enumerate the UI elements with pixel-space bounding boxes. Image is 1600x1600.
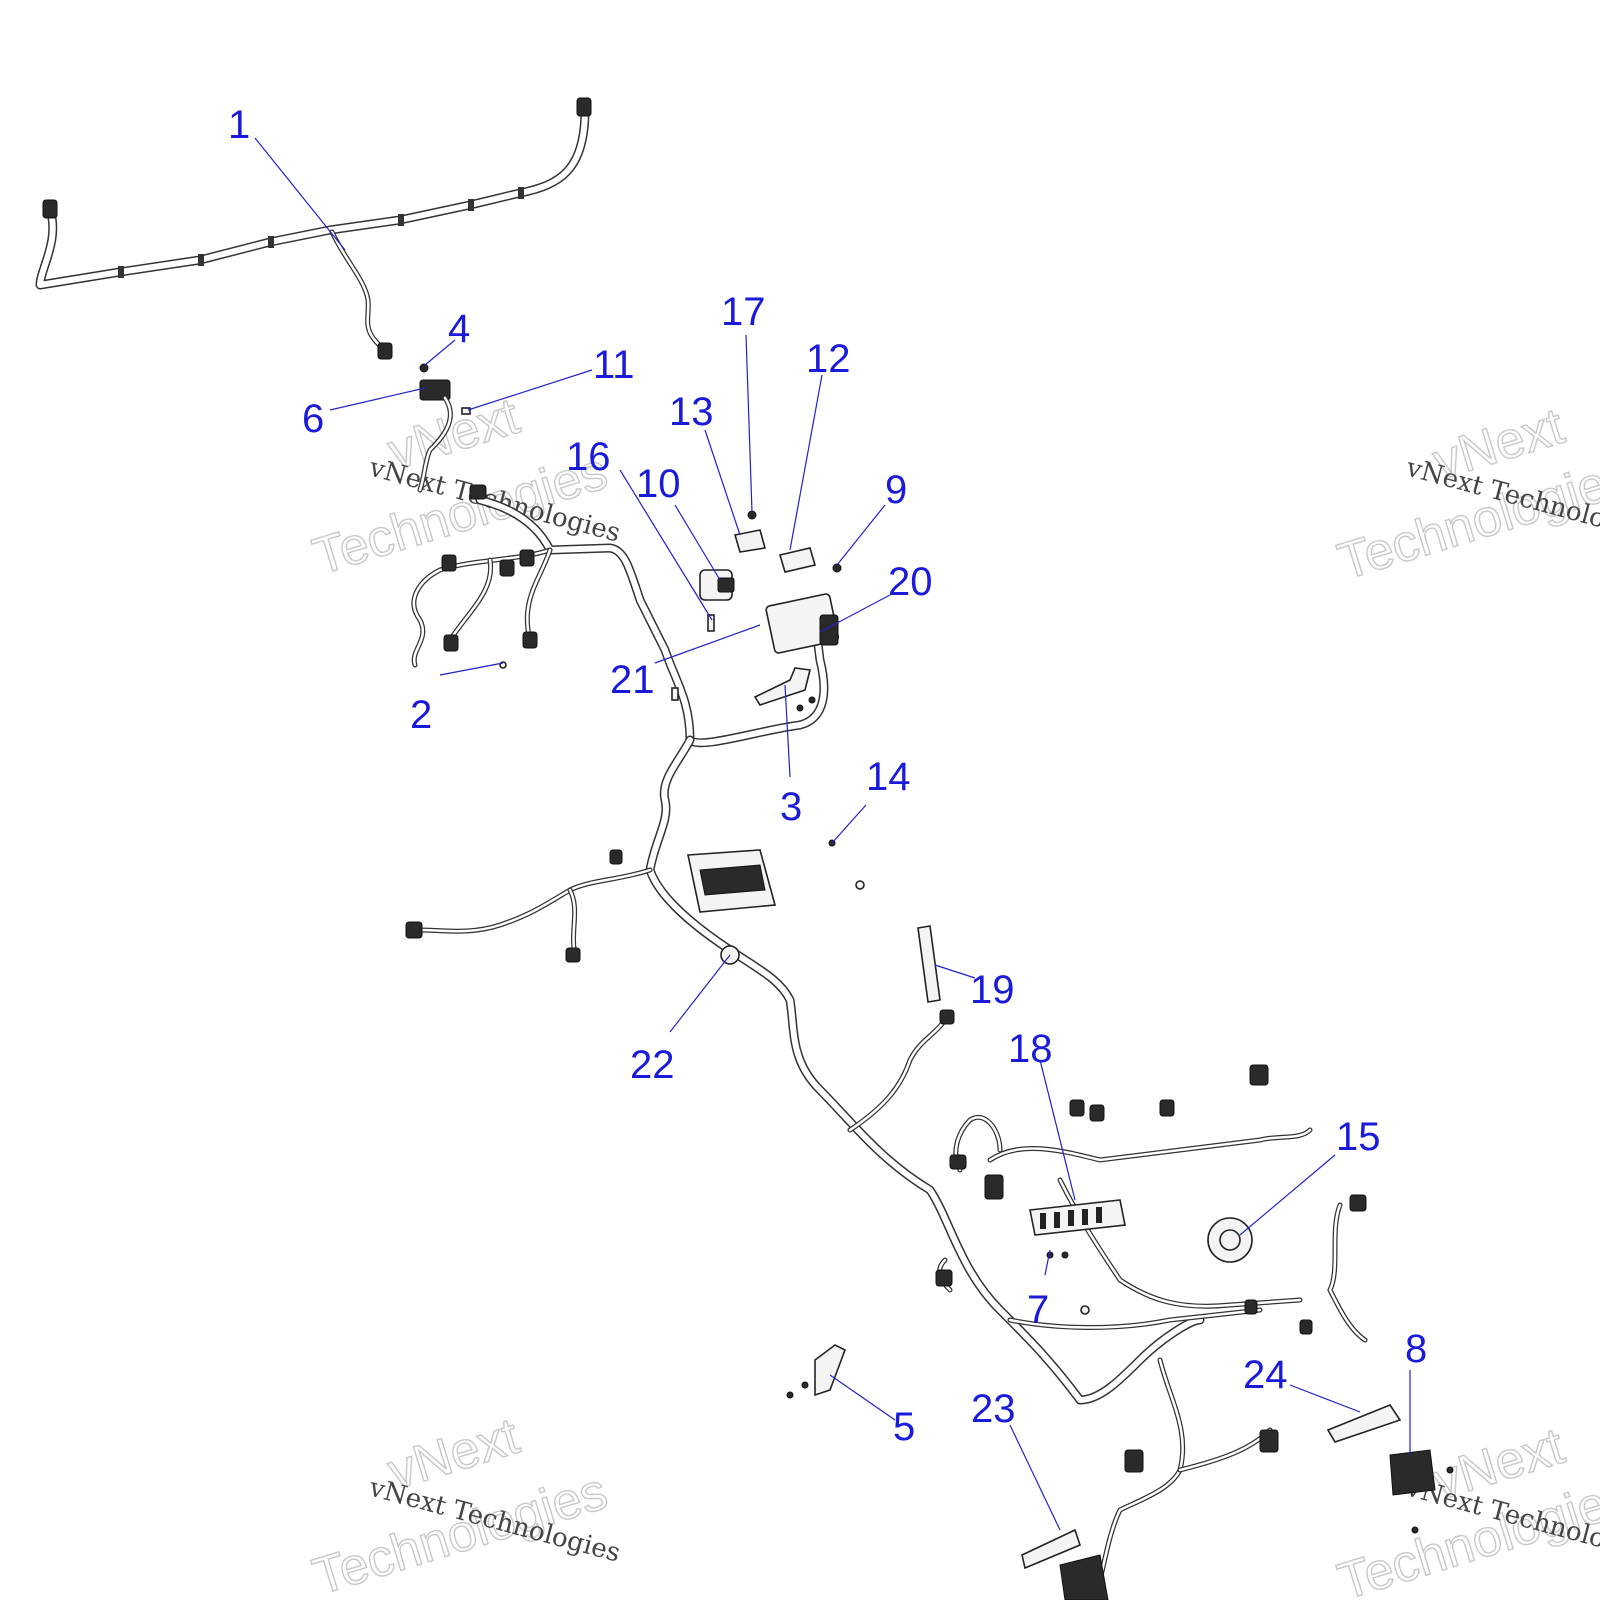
- watermark-bottom-left: vNext Technologies vNext Technologies: [306, 1406, 624, 1600]
- callout-24: 24: [1243, 1353, 1288, 1397]
- watermark-bottom-right: vNext Technologies vNext Technologies: [1331, 1416, 1600, 1600]
- callout-6: 6: [302, 397, 324, 441]
- bracket-12-icon: [778, 547, 817, 573]
- callout-7: 7: [1027, 1288, 1049, 1332]
- watermark-top-right: vNext Technologies vNext Technologies: [1331, 396, 1600, 592]
- callout-14: 14: [866, 755, 911, 799]
- relay-icon: [1059, 1554, 1109, 1600]
- front-harness: [935, 1064, 1368, 1583]
- callout-1: 1: [228, 103, 250, 147]
- callout-3: 3: [780, 785, 802, 829]
- callout-5: 5: [893, 1405, 915, 1449]
- callout-16: 16: [566, 435, 611, 479]
- callout-10: 10: [636, 462, 681, 506]
- bracket-3-icon: [753, 667, 811, 706]
- screw-11-icon: [461, 407, 471, 415]
- callout-20: 20: [888, 560, 933, 604]
- ecm-assembly: [699, 510, 842, 712]
- leader-lines: [254, 137, 1411, 1531]
- callout-23: 23: [971, 1387, 1016, 1431]
- callout-8: 8: [1405, 1327, 1427, 1371]
- nut-4-icon: [419, 363, 429, 373]
- callout-21: 21: [610, 658, 655, 702]
- callout-22: 22: [630, 1043, 675, 1087]
- callout-labels: 1 2 3 4 5 6 7 8 9 10 11 12 13 14 15 16 1…: [228, 103, 1427, 1449]
- sensor-bracket-6: [417, 363, 471, 493]
- cover-19-icon: [917, 925, 941, 1003]
- callout-17: 17: [721, 290, 766, 334]
- lower-brackets: [786, 1344, 1454, 1600]
- bracket-24-icon: [1326, 1404, 1402, 1443]
- main-harness: [405, 735, 1205, 1405]
- upper-engine-harness: [411, 484, 829, 748]
- callout-2: 2: [410, 693, 432, 737]
- callout-18: 18: [1008, 1027, 1053, 1071]
- callout-11: 11: [593, 343, 635, 387]
- watermark-top-left: vNext Technologies vNext Technologies: [306, 386, 624, 587]
- screw-21-icon: [671, 687, 679, 701]
- bracket-13-icon: [733, 529, 767, 553]
- rear-light-harness: [35, 97, 592, 360]
- nut-17-icon: [747, 510, 757, 520]
- callout-15: 15: [1336, 1115, 1381, 1159]
- callout-4: 4: [448, 307, 470, 351]
- bracket-5-icon: [814, 1344, 847, 1397]
- screw-9-icon: [832, 563, 842, 573]
- callout-9: 9: [885, 468, 907, 512]
- callout-19: 19: [970, 968, 1015, 1012]
- callout-12: 12: [806, 337, 851, 381]
- callout-13: 13: [669, 390, 714, 434]
- screw-16-icon: [707, 614, 715, 632]
- bracket-23-icon: [1021, 1528, 1081, 1570]
- regulator-8-icon: [1389, 1449, 1436, 1496]
